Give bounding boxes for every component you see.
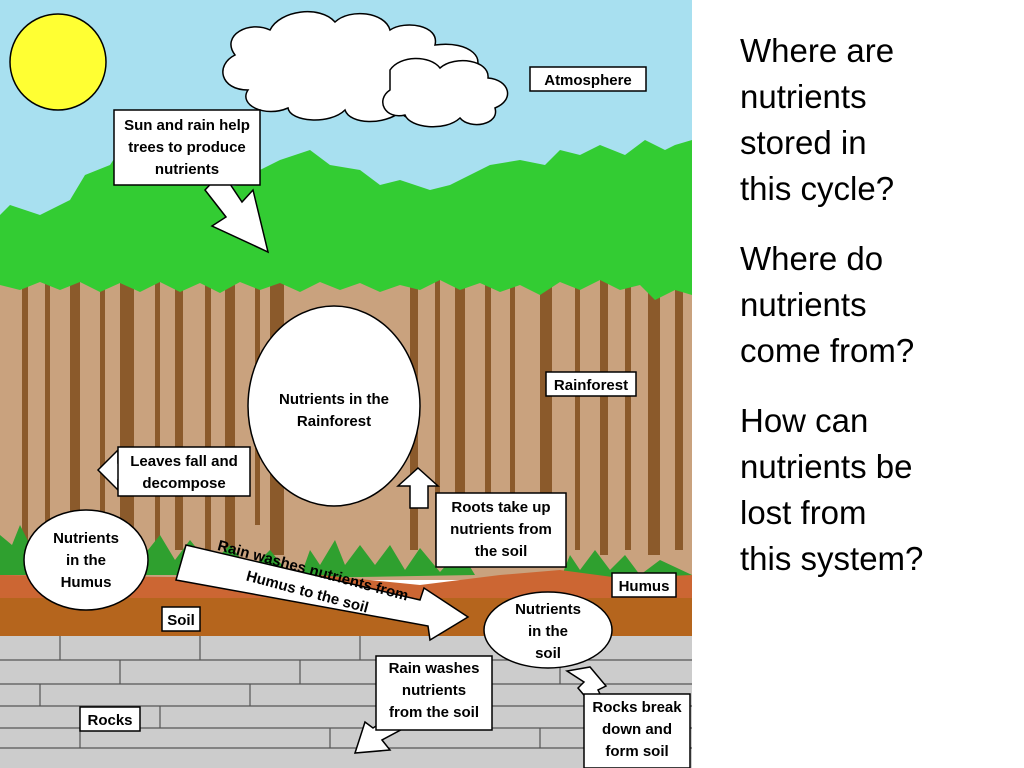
- humus-text: Humus: [619, 578, 670, 595]
- arrow-rain-humus-to-soil: [175, 544, 470, 642]
- question-list: Where are nutrients stored in this cycle…: [740, 28, 1010, 606]
- question-lost: How can nutrients be lost from this syst…: [740, 402, 924, 577]
- humus-label: Humus: [611, 572, 677, 598]
- atmosphere-text: Atmosphere: [544, 72, 632, 89]
- rocks-text: Rocks: [87, 712, 132, 729]
- question-stored: Where are nutrients stored in this cycle…: [740, 32, 895, 207]
- soil-text: Soil: [167, 612, 195, 629]
- sun: [9, 13, 107, 111]
- cloud: [222, 10, 509, 128]
- rocks-label: Rocks: [79, 706, 141, 732]
- arrow-roots-to-rainforest: [396, 466, 440, 509]
- soil-label: Soil: [161, 606, 201, 632]
- atmosphere-label: Atmosphere: [529, 66, 647, 92]
- rainforest-label: Rainforest: [545, 371, 637, 397]
- question-origin: Where do nutrients come from?: [740, 240, 915, 369]
- rainforest-text: Rainforest: [554, 377, 628, 394]
